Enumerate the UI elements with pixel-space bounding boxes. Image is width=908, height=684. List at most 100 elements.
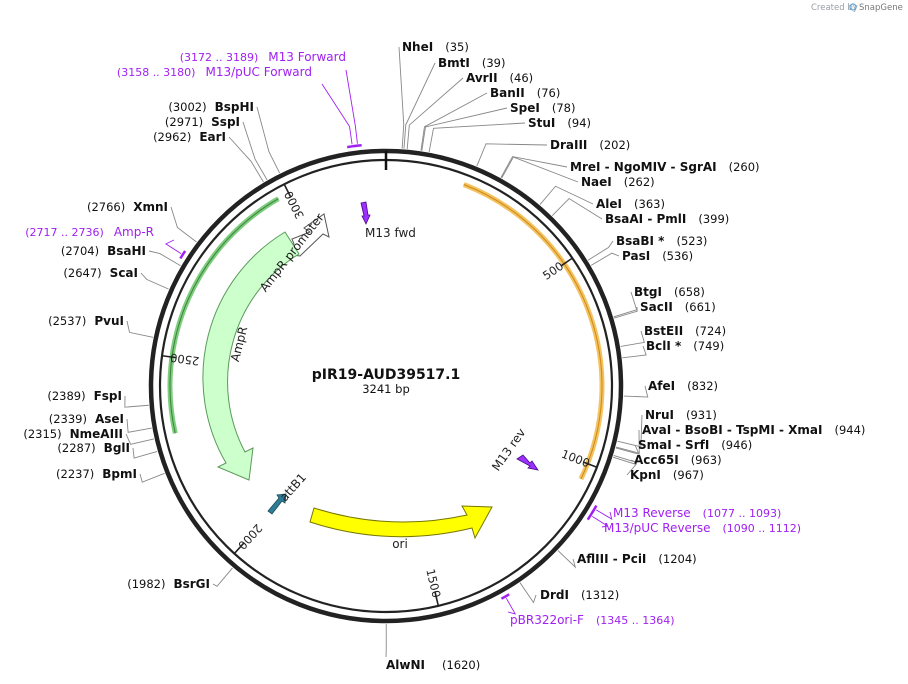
site-leader-avrii: [406, 77, 464, 149]
site-bsrgi[interactable]: BsrGI(1982): [127, 577, 210, 591]
site-name: KpnI: [630, 468, 661, 482]
site-position: (363): [634, 197, 665, 211]
tick-mark-2000: [233, 542, 245, 555]
site-leader-spei: [421, 107, 508, 151]
site-position: (2389): [47, 389, 85, 403]
site-leader-nmeaiii: [125, 433, 155, 445]
site-fspi[interactable]: FspI(2389): [47, 389, 122, 403]
site-banii[interactable]: BanII(76): [490, 86, 560, 100]
site-smai-srfi[interactable]: SmaI - SrfI(946): [638, 438, 752, 452]
primer-range: (2717 .. 2736): [25, 226, 104, 239]
site-afei[interactable]: AfeI(832): [648, 379, 718, 393]
site-leader-fspi: [124, 395, 149, 408]
site-name: AvaI - BsoBI - TspMI - XmaI: [642, 423, 822, 437]
tick-mark-3000: [283, 183, 292, 198]
feature-label-attb1: attB1: [277, 471, 309, 505]
primer-bar-m13-puc-reverse[interactable]: [586, 510, 595, 521]
feature-ampr-promoter-arrow[interactable]: [282, 213, 330, 257]
site-leader-avai-bsobi-tspmi-xmai: [615, 429, 640, 454]
site-acc65i[interactable]: Acc65I(963): [634, 453, 722, 467]
site-nrui[interactable]: NruI(931): [645, 408, 717, 422]
site-bpmi[interactable]: BpmI(2237): [56, 467, 137, 481]
site-position: (523): [676, 234, 707, 248]
site-leader-bsabi: [587, 240, 614, 261]
site-leader-bpmi: [139, 472, 165, 483]
tick-mark-2500: [161, 354, 177, 359]
site-afliii-pcii[interactable]: AflIII - PciI(1204): [577, 552, 697, 566]
site-name: AvrII: [466, 71, 498, 85]
site-position: (749): [693, 339, 724, 353]
site-alei[interactable]: AleI (363): [596, 197, 665, 211]
site-leader-alei: [539, 185, 594, 205]
site-stui[interactable]: StuI(94): [528, 116, 591, 130]
feature-attb1-arrow[interactable]: [267, 493, 287, 515]
primer-pbr322ori-f[interactable]: pBR322ori-F(1345 .. 1364): [510, 613, 675, 627]
primer-amp-r[interactable]: Amp-R(2717 .. 2736): [25, 225, 154, 239]
site-bsteii[interactable]: BstEII(724): [644, 324, 726, 338]
site-avrii[interactable]: AvrII(46): [466, 71, 533, 85]
primer-range: (3158 .. 3180): [117, 66, 196, 79]
site-asei[interactable]: AseI(2339): [49, 412, 124, 426]
site-sacii[interactable]: SacII(661): [640, 300, 716, 314]
site-name: PasI: [622, 249, 650, 263]
site-drdi[interactable]: DrdI(1312): [540, 588, 619, 602]
site-position: (2962): [153, 130, 191, 144]
primer-bar-m13-puc-forward[interactable]: [347, 144, 358, 149]
primer-leader-m13-reverse: [595, 509, 613, 520]
feature-m13-rev-arrow[interactable]: [516, 454, 539, 471]
site-leader-asei: [126, 418, 152, 433]
site-bsahi[interactable]: BsaHI(2704): [61, 244, 146, 258]
site-pasi[interactable]: PasI(536): [622, 249, 693, 263]
primer-name: M13/pUC Forward: [205, 65, 312, 79]
feature-ampr-arrow[interactable]: [202, 231, 300, 481]
feature-ori-arrow[interactable]: [309, 505, 493, 540]
site-leader-nhei: [398, 46, 405, 149]
backbone-ring: [148, 148, 624, 624]
site-spei[interactable]: SpeI(78): [510, 101, 575, 115]
site-position: (2766): [87, 200, 125, 214]
primer-bar-amp-r[interactable]: [179, 250, 187, 260]
site-leader-pasi: [590, 252, 620, 266]
site-avai-bsobi-tspmi-xmai[interactable]: AvaI - BsoBI - TspMI - XmaI(944): [642, 423, 865, 437]
site-bgli[interactable]: BglI(2287): [57, 441, 130, 455]
site-leader-bcli: [622, 345, 647, 359]
site-bcli[interactable]: BclI *(749): [646, 339, 724, 353]
primer-range: (1090 .. 1112): [723, 522, 802, 535]
site-btgi[interactable]: BtgI(658): [634, 285, 705, 299]
primer-range: (1345 .. 1364): [596, 614, 675, 627]
primer-m13-forward[interactable]: M13 Forward(3172 .. 3189): [180, 50, 346, 64]
feature-m13-fwd-arrow[interactable]: [360, 201, 371, 225]
site-xmni[interactable]: XmnI(2766): [87, 200, 168, 214]
primer-m13-puc-reverse[interactable]: M13/pUC Reverse(1090 .. 1112): [604, 521, 801, 535]
site-bsphi[interactable]: BspHI(3002): [168, 100, 254, 114]
primer-bar-pbr322ori-f[interactable]: [500, 593, 510, 600]
site-naei[interactable]: NaeI(262): [581, 175, 655, 189]
site-nmeaiii[interactable]: NmeAIII(2315): [23, 427, 123, 441]
site-bsaai-pmli[interactable]: BsaAI - PmlI(399): [605, 212, 729, 226]
site-position: (967): [673, 468, 704, 482]
site-alwni[interactable]: AlwNI(1620): [386, 658, 480, 672]
primer-m13-reverse[interactable]: M13 Reverse(1077 .. 1093): [613, 506, 781, 520]
site-leader-afei: [623, 385, 649, 398]
site-position: (35): [445, 40, 469, 54]
site-name: SacII: [640, 300, 673, 314]
primer-leader-pbr322ori-f: [505, 598, 517, 615]
site-name: BmtI: [438, 56, 470, 70]
site-nhei[interactable]: NheI(35): [402, 40, 469, 54]
site-scai[interactable]: ScaI(2647): [63, 266, 138, 280]
site-bsabi[interactable]: BsaBI *(523): [616, 234, 707, 248]
primer-m13-puc-forward[interactable]: M13/pUC Forward (3158 .. 3180): [117, 65, 312, 79]
site-mrei-ngomiv-sgrai[interactable]: MreI - NgoMIV - SgrAI(260): [570, 160, 760, 174]
site-name: AleI: [596, 197, 622, 211]
outer-band-1: [462, 182, 605, 481]
site-position: (1620): [442, 658, 480, 672]
site-position: (2537): [48, 314, 86, 328]
site-position: (724): [695, 324, 726, 338]
site-bmti[interactable]: BmtI(39): [438, 56, 505, 70]
site-draiii[interactable]: DraIII(202): [550, 138, 630, 152]
site-pvui[interactable]: PvuI(2537): [48, 314, 124, 328]
site-kpni[interactable]: KpnI (967): [630, 468, 704, 482]
site-eari[interactable]: EarI(2962): [153, 130, 226, 144]
site-sspi[interactable]: SspI(2971): [165, 115, 240, 129]
primer-leader-amp-r: [164, 239, 182, 255]
